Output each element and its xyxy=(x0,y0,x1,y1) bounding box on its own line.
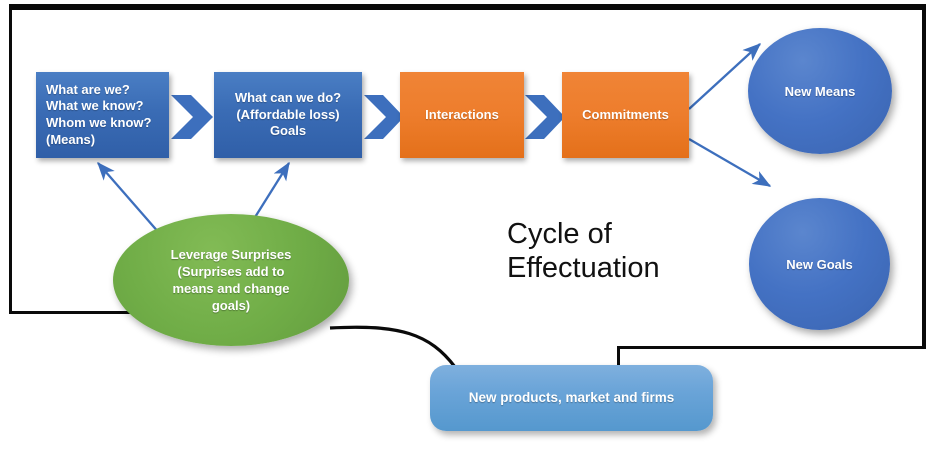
chevron-goals-to-interactions xyxy=(364,95,404,139)
frame-drop-connector xyxy=(617,346,620,370)
diagram-title: Cycle of Effectuation xyxy=(507,218,660,284)
outcome-circle-new-means[interactable]: New Means xyxy=(748,28,892,154)
arrow-commitments-to-new-goals xyxy=(688,138,772,187)
arrow-surprises-to-means xyxy=(97,161,161,235)
result-box-new-products[interactable]: New products, market and firms xyxy=(430,365,713,431)
process-box-interactions-label: Interactions xyxy=(425,106,499,122)
result-box-new-products-label: New products, market and firms xyxy=(468,389,675,405)
feedback-ellipse-leverage-surprises[interactable]: Leverage Surprises (Surprises add to mea… xyxy=(113,214,349,346)
process-box-goals-label: What can we do? (Affordable loss) Goals xyxy=(234,90,342,139)
process-box-means-label: What are we? What we know? Whom we know?… xyxy=(46,81,152,147)
outcome-circle-new-goals[interactable]: New Goals xyxy=(749,198,890,330)
process-box-interactions[interactable]: Interactions xyxy=(400,72,524,158)
frame-top-edge xyxy=(9,4,926,10)
frame-bottom-left-edge xyxy=(9,311,194,314)
curve-to-new-products xyxy=(329,325,457,368)
feedback-line-4: goals) xyxy=(211,298,251,314)
feedback-line-3: means and change xyxy=(172,281,290,296)
process-box-means[interactable]: What are we? What we know? Whom we know?… xyxy=(36,72,169,158)
process-box-commitments[interactable]: Commitments xyxy=(562,72,689,158)
frame-bottom-right-edge xyxy=(617,346,926,349)
chevron-interactions-to-commitments xyxy=(525,95,565,139)
feedback-ellipse-label: Leverage Surprises (Surprises add to mea… xyxy=(155,246,308,315)
feedback-line-1: Leverage Surprises xyxy=(170,246,292,262)
frame-left-edge xyxy=(9,4,12,314)
process-box-goals[interactable]: What can we do? (Affordable loss) Goals xyxy=(214,72,362,158)
process-box-commitments-label: Commitments xyxy=(582,106,669,122)
feedback-line-2: (Surprises add to xyxy=(177,263,285,279)
arrow-surprises-to-goals xyxy=(251,161,290,223)
outcome-circle-new-goals-label: New Goals xyxy=(786,256,853,272)
outcome-circle-new-means-label: New Means xyxy=(784,83,856,99)
frame-right-edge xyxy=(922,4,926,349)
chevron-means-to-goals xyxy=(171,95,213,139)
